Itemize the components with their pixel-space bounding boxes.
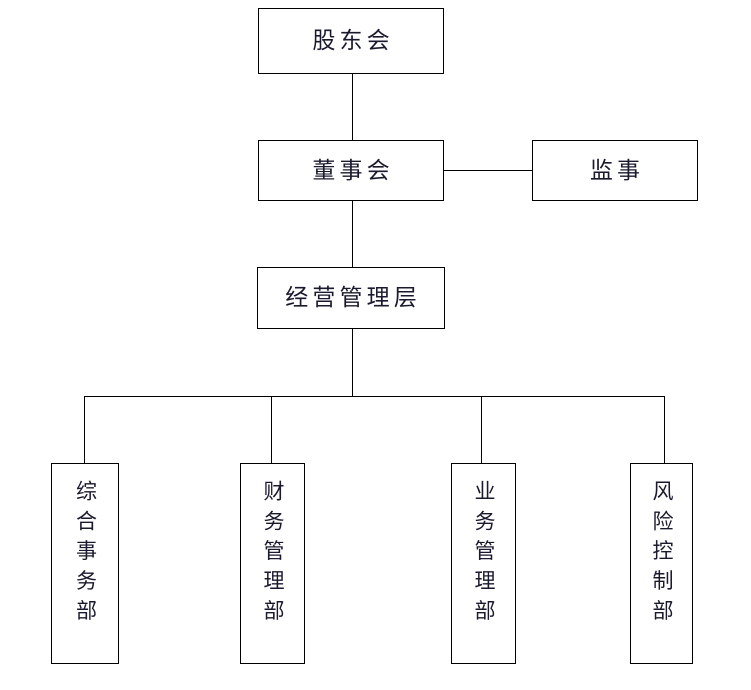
connector-board-to-management — [352, 200, 353, 268]
node-business-department[interactable]: 业务管理部 — [451, 463, 516, 664]
connector-shareholders-to-board — [352, 73, 353, 141]
node-finance-department-label: 财务管理部 — [261, 480, 285, 630]
node-risk-control-department-label: 风险控制部 — [650, 480, 674, 630]
node-general-affairs-department-label: 综合事务部 — [73, 480, 98, 630]
connector-drop-risk-control — [664, 396, 665, 464]
connector-drop-business — [481, 396, 482, 464]
node-shareholders[interactable]: 股东会 — [258, 8, 444, 74]
connector-department-bus — [84, 396, 665, 397]
connector-drop-finance — [271, 396, 272, 464]
connector-board-to-supervisor — [443, 170, 533, 171]
node-management[interactable]: 经营管理层 — [257, 267, 445, 329]
node-general-affairs-department[interactable]: 综合事务部 — [51, 463, 119, 664]
node-board-of-directors[interactable]: 董事会 — [258, 140, 444, 201]
node-supervisor-label: 监事 — [589, 157, 645, 183]
node-risk-control-department[interactable]: 风险控制部 — [630, 463, 693, 664]
node-business-department-label: 业务管理部 — [472, 480, 496, 630]
connector-management-stem — [352, 328, 353, 397]
node-management-label: 经营管理层 — [285, 285, 421, 311]
node-shareholders-label: 股东会 — [312, 28, 394, 54]
connector-drop-general-affairs — [84, 396, 85, 464]
node-board-of-directors-label: 董事会 — [312, 157, 394, 183]
node-supervisor[interactable]: 监事 — [532, 140, 698, 201]
node-finance-department[interactable]: 财务管理部 — [240, 463, 305, 664]
